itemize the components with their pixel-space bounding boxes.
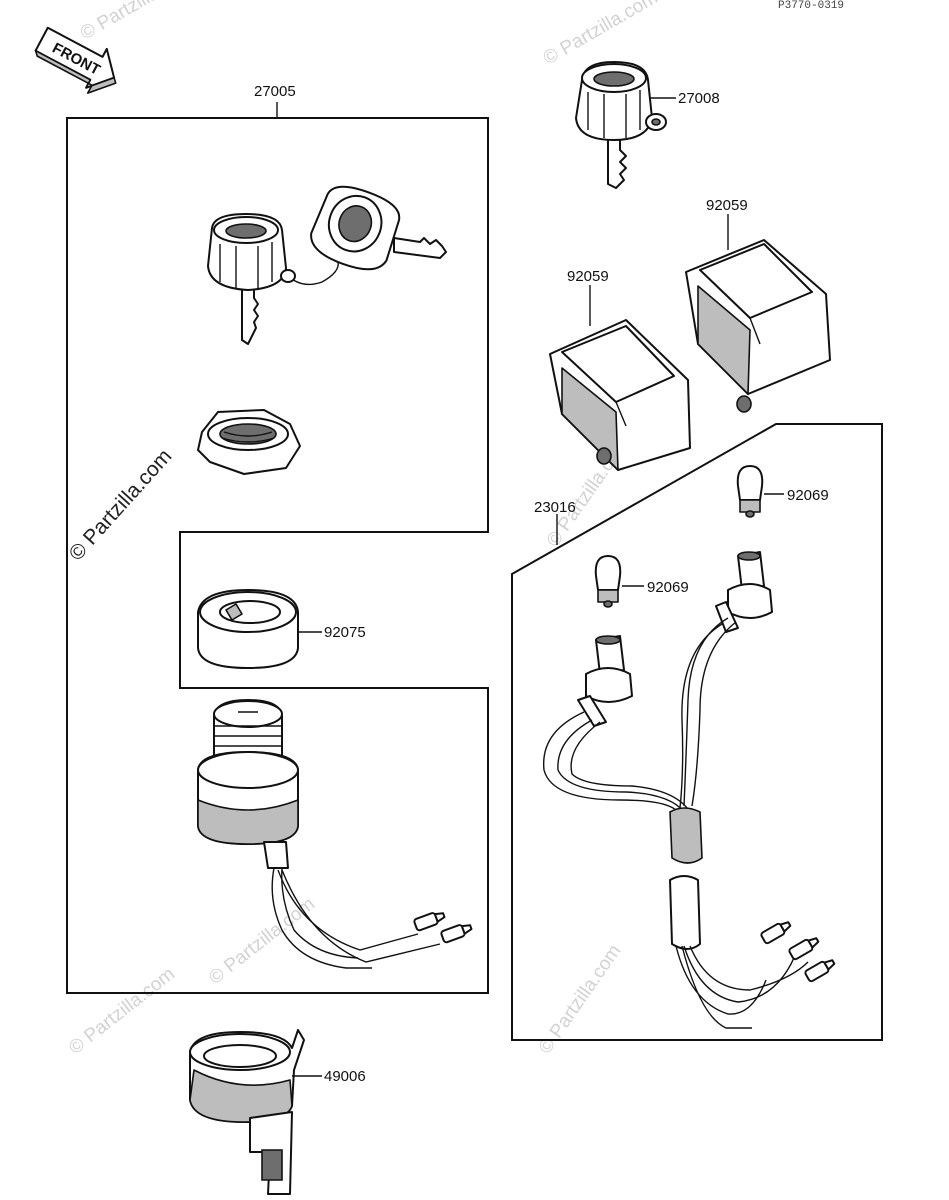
assy-27005-frame xyxy=(66,117,489,994)
bulb-lower xyxy=(594,555,622,608)
switch-cover xyxy=(189,1029,305,1195)
callout-27005: 27005 xyxy=(254,83,296,100)
front-arrow: FRONT xyxy=(34,26,117,94)
callout-23016: 23016 xyxy=(534,499,576,516)
watermarks: © Partzilla.com © Partzilla.com © Partzi… xyxy=(65,0,662,1059)
diagram-code: P3770-0319 xyxy=(778,0,844,12)
key-set xyxy=(207,185,447,345)
callout-27008: 27008 xyxy=(678,90,720,107)
cover-left xyxy=(549,319,691,471)
watermark-left: © Partzilla.com xyxy=(65,445,177,566)
callout-92059-left: 92059 xyxy=(567,268,609,285)
key-cap-27008 xyxy=(575,61,667,189)
watermark-lower-left: © Partzilla.com xyxy=(65,964,179,1059)
watermark-top: © Partzilla.com xyxy=(77,0,198,44)
callout-92075: 92075 xyxy=(324,624,366,641)
wiring-harness xyxy=(542,551,836,1029)
assy-23016-frame xyxy=(511,423,883,1041)
callout-92059-right: 92059 xyxy=(706,197,748,214)
bulb-upper xyxy=(736,465,764,518)
ignition-switch xyxy=(197,699,473,969)
cover-right xyxy=(685,239,831,413)
ring-spacer xyxy=(197,589,299,669)
callout-92069-upper: 92069 xyxy=(787,487,829,504)
callout-92069-lower: 92069 xyxy=(647,579,689,596)
callout-49006: 49006 xyxy=(324,1068,366,1085)
watermark-top-right: © Partzilla.com xyxy=(540,0,661,69)
hex-nut xyxy=(197,409,301,475)
